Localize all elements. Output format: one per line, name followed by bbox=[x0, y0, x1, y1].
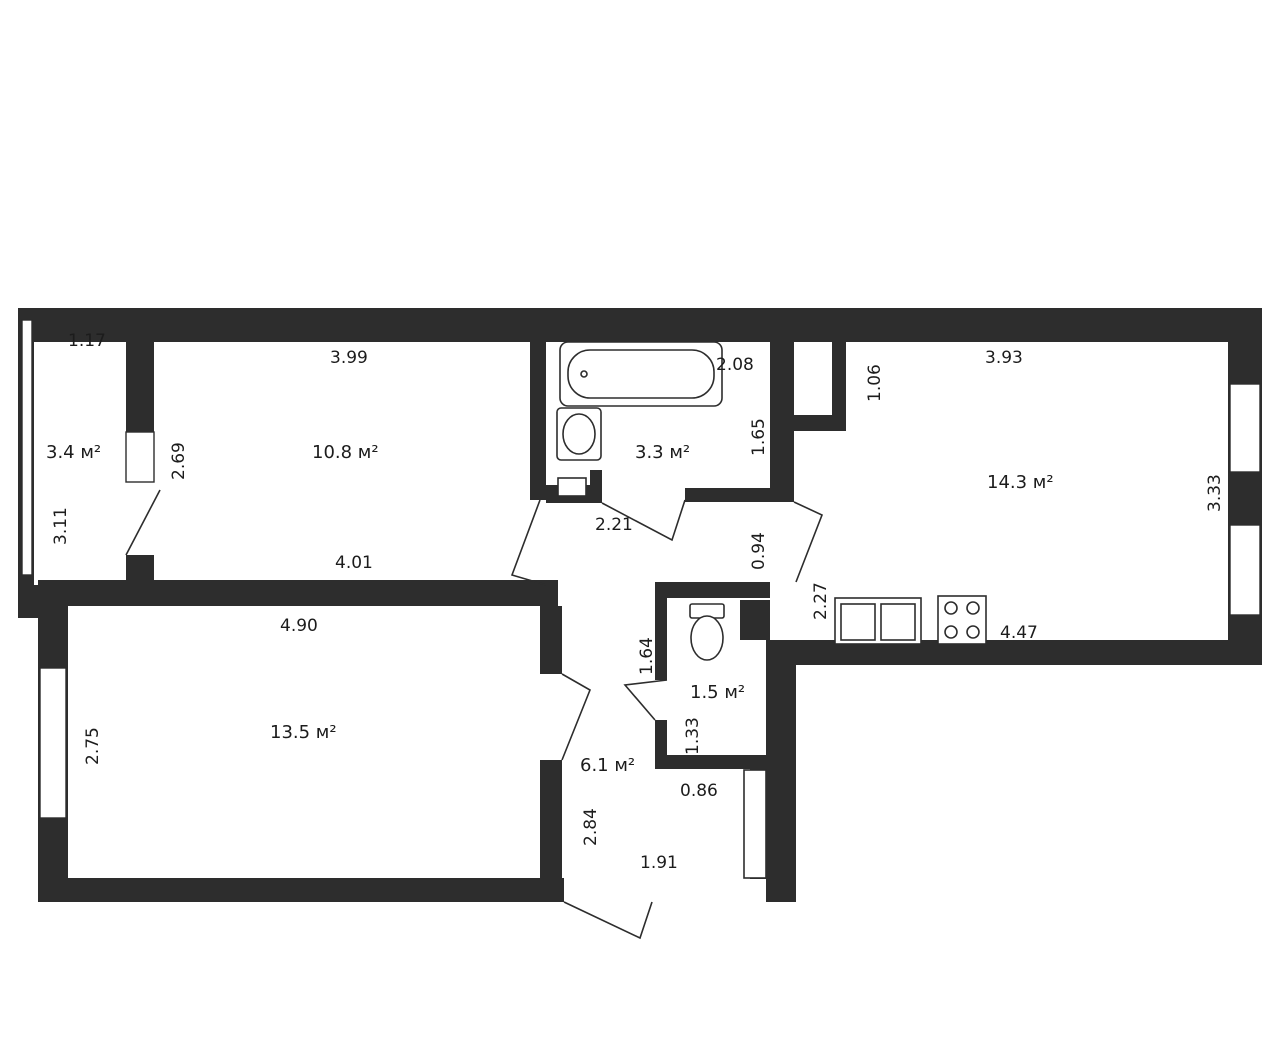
stove-icon bbox=[937, 595, 987, 645]
fixtures bbox=[556, 341, 987, 879]
dim-label: 1.65 bbox=[749, 418, 769, 456]
dim-label: 4.47 bbox=[1000, 623, 1038, 643]
hallway-area: 6.1 м² bbox=[580, 755, 635, 776]
doors bbox=[125, 489, 824, 940]
dim-label: 1.17 bbox=[68, 331, 106, 351]
kitchen-window-bottom bbox=[1229, 524, 1261, 616]
dimension-labels: 1.17 3.11 3.99 2.69 4.01 2.08 1.65 2.21 … bbox=[51, 331, 1225, 873]
dim-label: 3.99 bbox=[330, 348, 368, 368]
dim-label: 1.64 bbox=[637, 637, 657, 675]
washer-icon bbox=[557, 477, 587, 497]
dim-label: 0.94 bbox=[749, 532, 769, 570]
kitchen-window-top bbox=[1229, 383, 1261, 473]
bathtub-icon bbox=[559, 341, 723, 407]
living-area: 13.5 м² bbox=[270, 722, 337, 743]
dim-label: 3.11 bbox=[51, 507, 71, 545]
dim-label: 1.33 bbox=[683, 717, 703, 755]
kitchen-sink-icon bbox=[834, 597, 922, 645]
balcony-glazing bbox=[21, 319, 33, 576]
balcony-area: 3.4 м² bbox=[46, 442, 101, 463]
dim-label: 1.06 bbox=[865, 364, 885, 402]
bedroom-balcony-window bbox=[125, 431, 155, 483]
dim-label: 2.21 bbox=[595, 515, 633, 535]
dim-label: 2.27 bbox=[811, 582, 831, 620]
windows bbox=[21, 319, 1261, 819]
dim-label: 2.75 bbox=[83, 727, 103, 765]
dim-label: 2.08 bbox=[716, 355, 754, 375]
dim-label: 3.93 bbox=[985, 348, 1023, 368]
toilet-area: 1.5 м² bbox=[690, 682, 745, 703]
dim-label: 2.69 bbox=[169, 442, 189, 480]
bedroom-area: 10.8 м² bbox=[312, 442, 379, 463]
sink-icon bbox=[556, 407, 602, 461]
bathroom-area: 3.3 м² bbox=[635, 442, 690, 463]
toilet-icon bbox=[689, 603, 725, 661]
dim-label: 0.86 bbox=[680, 781, 718, 801]
dim-label: 3.33 bbox=[1205, 474, 1225, 512]
kitchen-area: 14.3 м² bbox=[987, 472, 1054, 493]
living-window bbox=[39, 667, 67, 819]
room-areas: 3.4 м² 10.8 м² 3.3 м² 14.3 м² 13.5 м² 1.… bbox=[46, 442, 1054, 776]
dim-label: 2.84 bbox=[581, 808, 601, 846]
cabinet-icon bbox=[743, 769, 767, 879]
dim-label: 1.91 bbox=[640, 853, 678, 873]
dim-label: 4.01 bbox=[335, 553, 373, 573]
dim-label: 4.90 bbox=[280, 616, 318, 636]
